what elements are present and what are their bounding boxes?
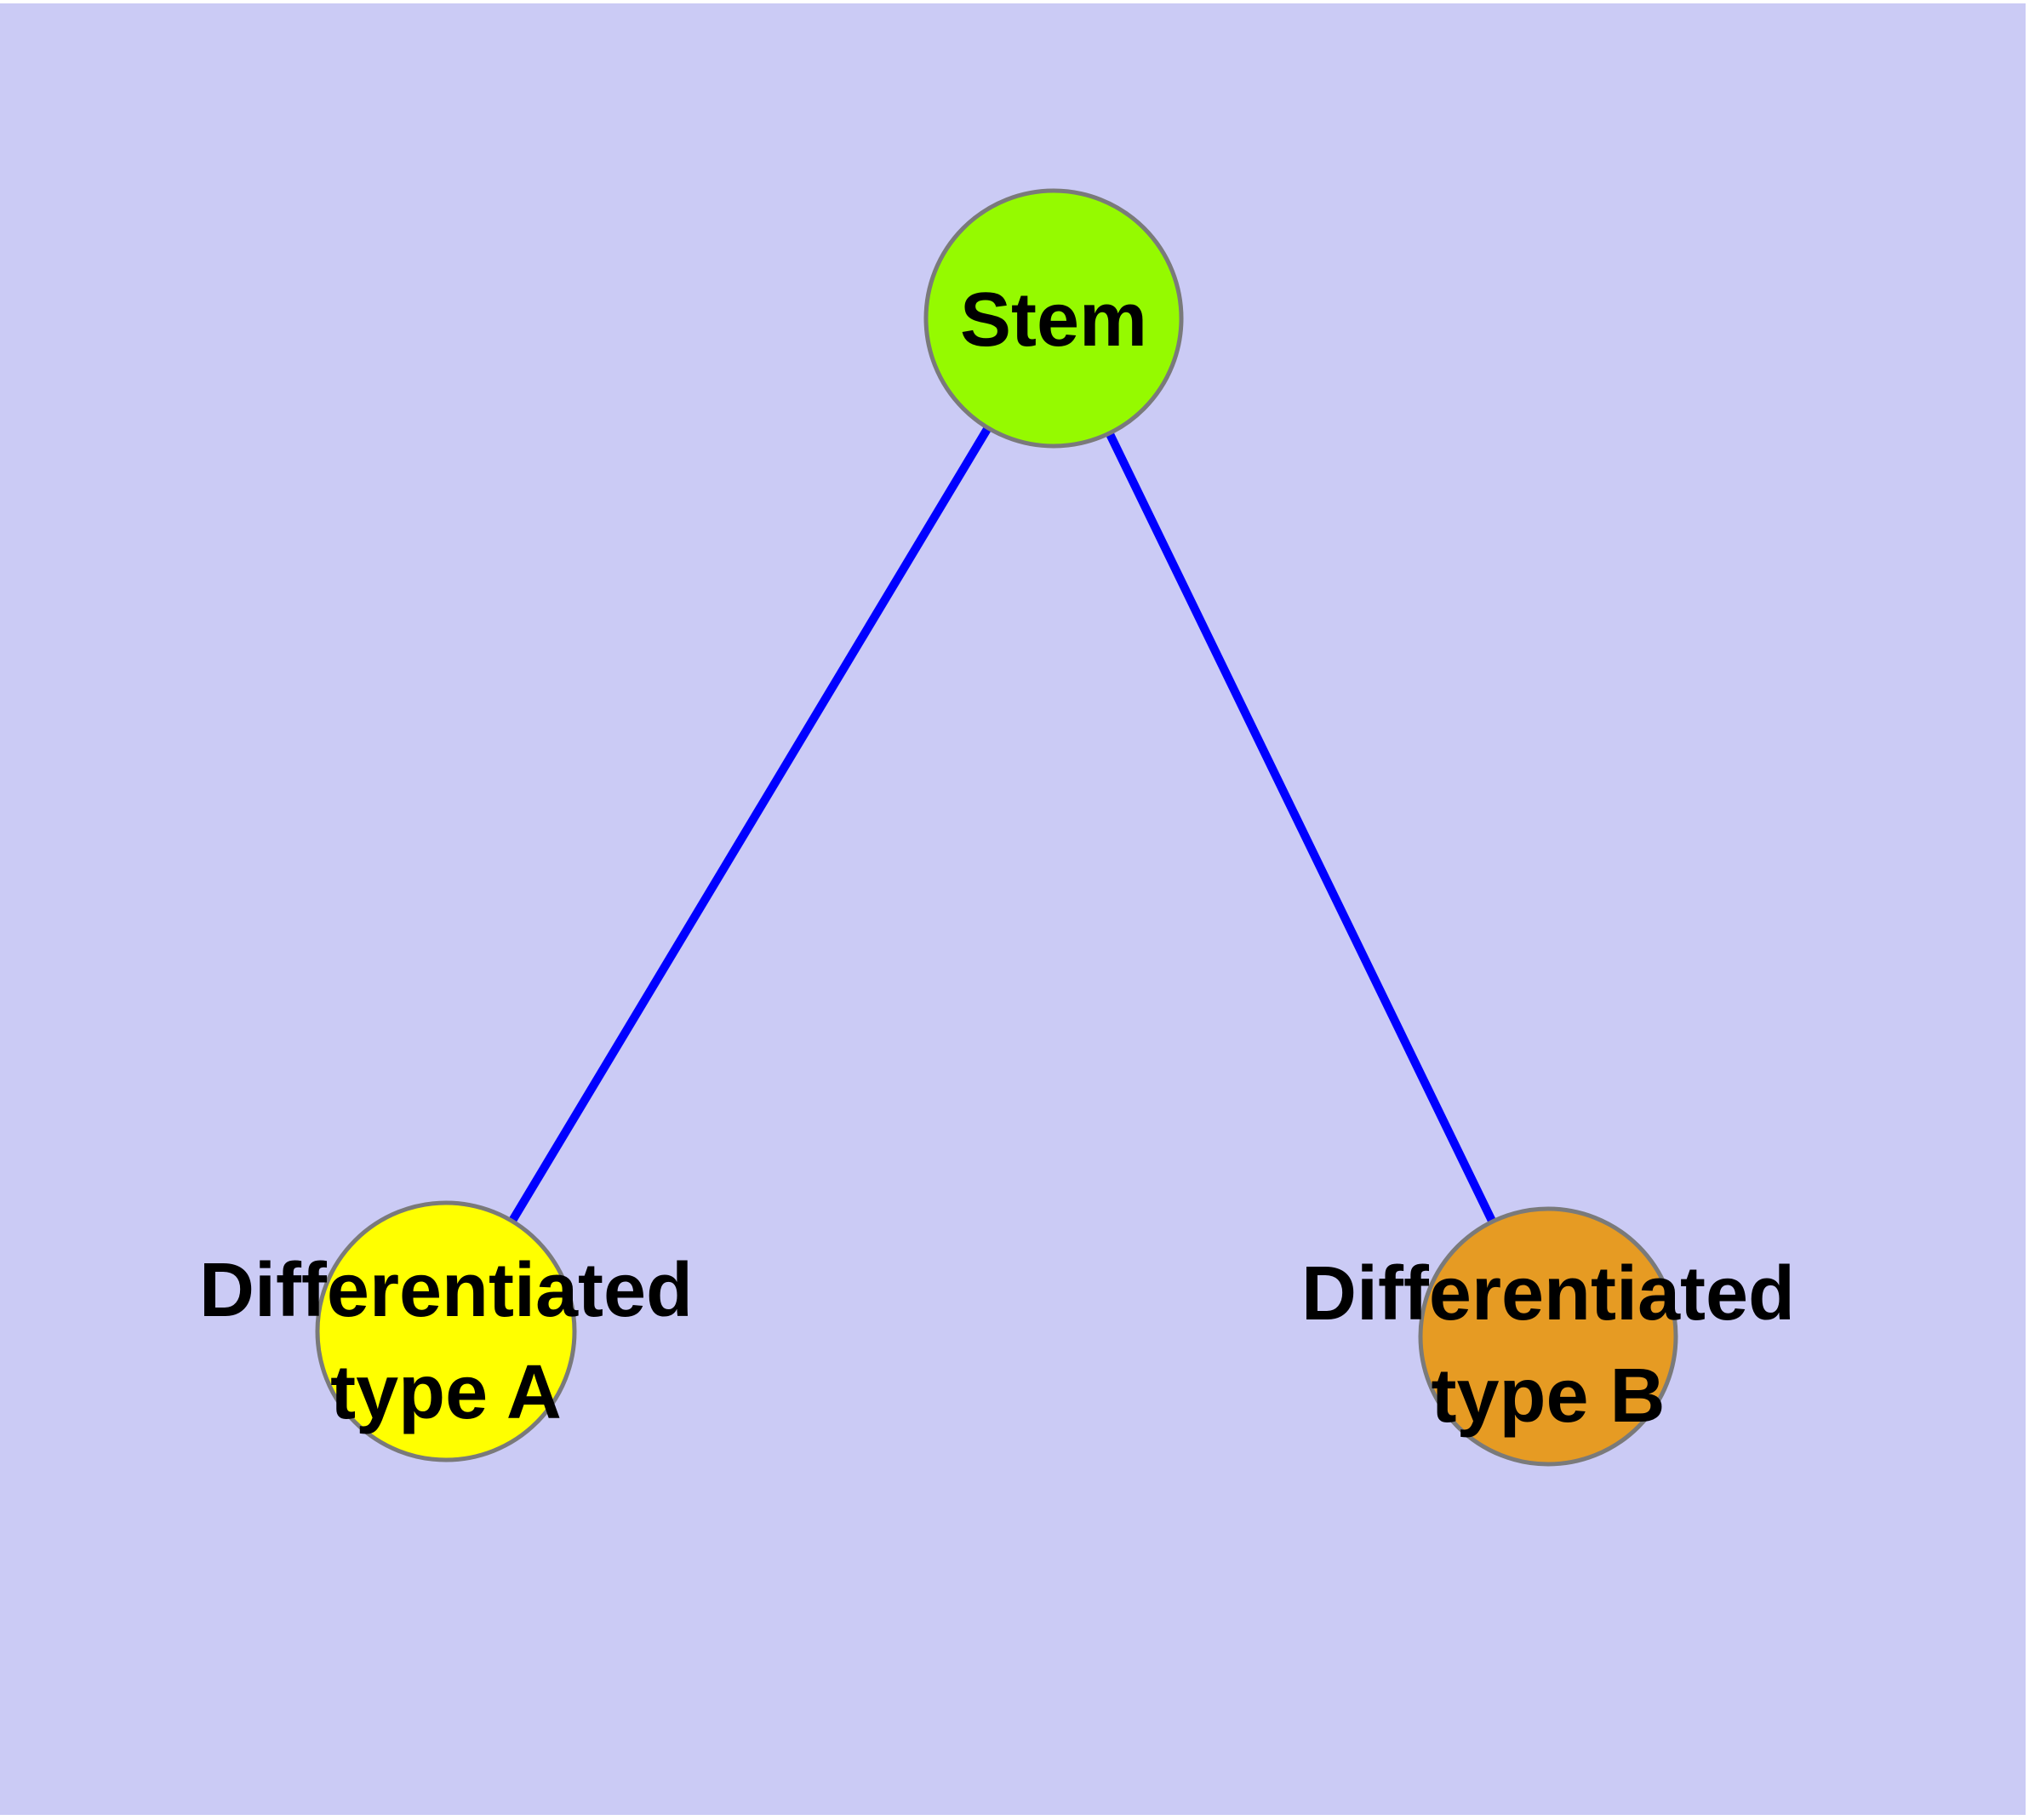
edge-stem-to-type-b xyxy=(1049,316,1552,1339)
node-type-b-circle xyxy=(1420,1209,1676,1464)
node-type-a-label-line2: type A xyxy=(330,1350,562,1435)
node-type-b-label-line1: Differentiated xyxy=(1301,1251,1795,1336)
edge-stem-to-type-a xyxy=(442,316,1058,1334)
node-stem-label: Stem xyxy=(960,278,1147,363)
node-type-b-border xyxy=(1418,1206,1678,1467)
node-stem-border xyxy=(923,188,1184,449)
node-type-b-label-line2: type B xyxy=(1431,1354,1665,1439)
node-type-a-circle xyxy=(317,1203,574,1460)
node-type-a-label-line1: Differentiated xyxy=(199,1248,693,1333)
node-type-a-border xyxy=(315,1200,577,1462)
node-stem-circle xyxy=(926,191,1181,446)
